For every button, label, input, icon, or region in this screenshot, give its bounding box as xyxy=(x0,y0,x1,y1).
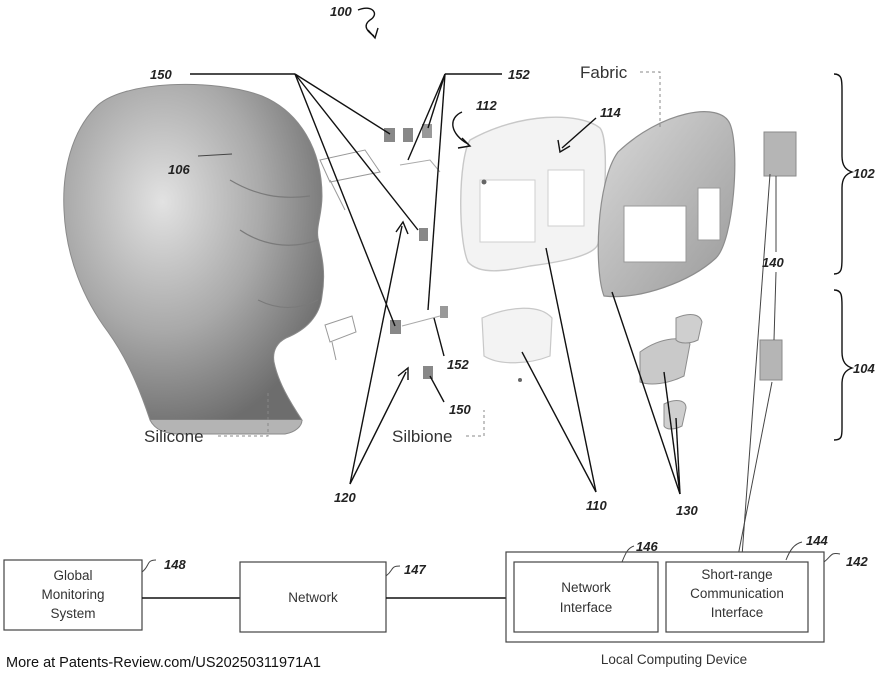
ref-130: 130 xyxy=(676,503,698,518)
wireless-link-line xyxy=(737,381,773,557)
short-range-comm-box xyxy=(665,561,809,633)
ref-120: 120 xyxy=(334,490,356,505)
brace-104 xyxy=(833,289,855,441)
local-computing-device-label: Local Computing Device xyxy=(601,652,747,667)
patent-source-footer: More at Patents-Review.com/US20250311971… xyxy=(6,655,321,671)
fabric-layer xyxy=(597,111,736,430)
network-interface-line1: Network xyxy=(561,580,611,595)
network-box xyxy=(239,561,387,633)
ref-150-top: 150 xyxy=(150,67,172,82)
silbione-mask xyxy=(460,116,607,382)
fabric-leader xyxy=(640,71,661,128)
short-range-line1: Short-range xyxy=(701,567,772,582)
ref-146: 146 xyxy=(636,539,658,554)
reference-leader-lines xyxy=(190,7,681,495)
ref-112: 112 xyxy=(476,98,497,113)
ref-140: 140 xyxy=(762,255,784,270)
silicone-sensor-strips xyxy=(319,149,381,361)
silbione-leader xyxy=(466,410,485,437)
ref-110: 110 xyxy=(586,498,607,513)
electrode-set xyxy=(384,124,448,379)
network-interface-box xyxy=(513,561,659,633)
label-silicone: Silicone xyxy=(144,427,204,446)
short-range-line2: Communication xyxy=(690,586,784,601)
global-monitoring-box xyxy=(3,559,143,631)
mannequin-head xyxy=(63,83,325,435)
ref-102: 102 xyxy=(853,166,875,181)
ref-152-bottom: 152 xyxy=(447,357,469,372)
ref-147: 147 xyxy=(404,562,426,577)
ref-104: 104 xyxy=(853,361,875,376)
ref-144: 144 xyxy=(806,533,828,548)
ref-100: 100 xyxy=(330,4,352,19)
label-silbione: Silbione xyxy=(392,427,453,446)
global-monitoring-line2: Monitoring xyxy=(41,587,104,602)
global-monitoring-line1: Global xyxy=(53,568,92,583)
silicone-leader xyxy=(218,390,269,437)
short-range-line3: Interface xyxy=(711,605,764,620)
global-monitoring-line3: System xyxy=(50,606,95,621)
ref-148: 148 xyxy=(164,557,186,572)
brace-102 xyxy=(833,73,855,275)
wireless-link-line-2 xyxy=(741,173,771,557)
ref-152-top: 152 xyxy=(508,67,530,82)
ref-114: 114 xyxy=(600,105,621,120)
network-label: Network xyxy=(288,590,338,605)
label-fabric: Fabric xyxy=(580,63,628,82)
ref-106: 106 xyxy=(168,162,190,177)
short-range-modules xyxy=(759,131,797,381)
block-diagram: Global Monitoring System 148 Network 147… xyxy=(3,533,868,667)
ref-150-bottom: 150 xyxy=(449,402,471,417)
network-interface-line2: Interface xyxy=(560,600,613,615)
ref-142: 142 xyxy=(846,554,868,569)
